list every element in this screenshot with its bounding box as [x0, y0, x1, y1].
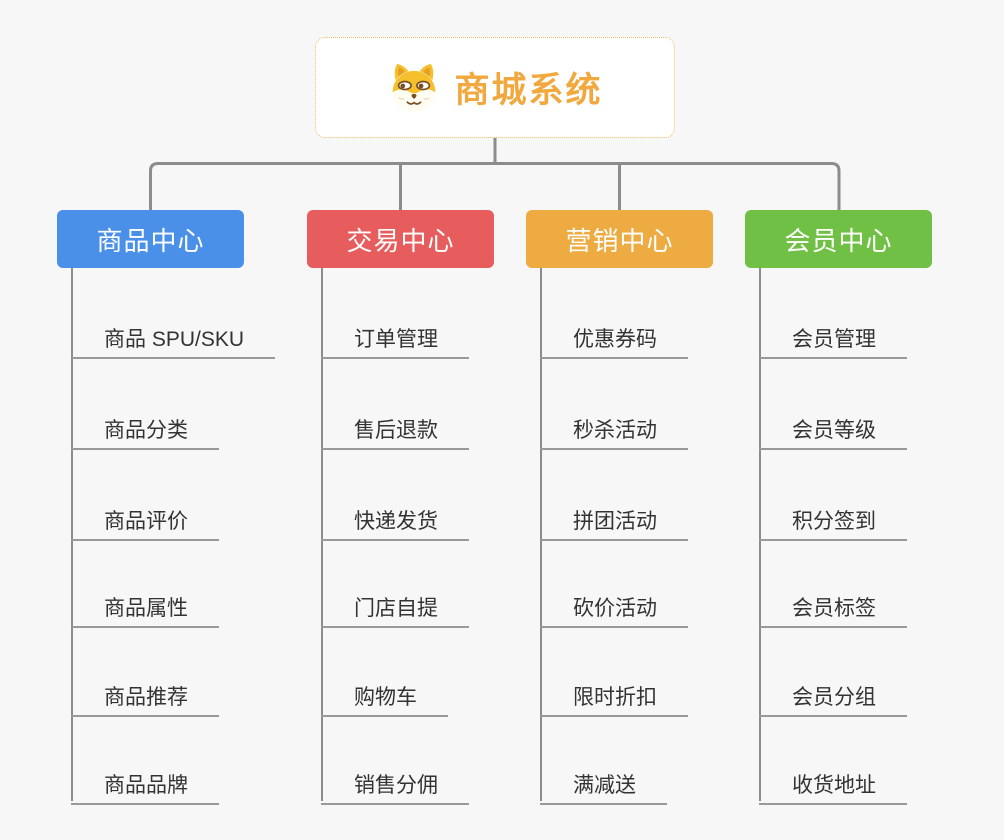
subtopic-label: 会员标签	[792, 597, 876, 620]
subtopic-label: 商品推荐	[104, 686, 188, 709]
subtopic[interactable]: 商品分类	[71, 406, 219, 450]
subtopic-label: 收货地址	[792, 774, 876, 797]
branch-topic-label: 会员中心	[784, 225, 893, 256]
subtopic-label: 砍价活动	[573, 597, 657, 620]
branch-topic-label: 商品中心	[96, 225, 205, 256]
branch-topic-label: 交易中心	[346, 225, 455, 256]
subtopic[interactable]: 优惠券码	[540, 315, 688, 359]
subtopic-label: 商品评价	[104, 510, 188, 533]
branch-topic-label: 营销中心	[565, 225, 674, 256]
subtopic-label: 满减送	[573, 774, 636, 797]
subtopic-label: 会员等级	[792, 419, 876, 442]
subtopic[interactable]: 售后退款	[321, 406, 469, 450]
subtopic-label: 销售分佣	[354, 774, 438, 797]
subtopic[interactable]: 拼团活动	[540, 497, 688, 541]
subtopic[interactable]: 门店自提	[321, 584, 469, 628]
branch-topic-members[interactable]: 会员中心	[745, 210, 932, 268]
subtopic-label: 会员管理	[792, 328, 876, 351]
subtopic[interactable]: 会员管理	[759, 315, 907, 359]
branch-topic-products[interactable]: 商品中心	[57, 210, 244, 268]
subtopic-label: 积分签到	[792, 510, 876, 533]
subtopic-label: 商品属性	[104, 597, 188, 620]
subtopic[interactable]: 商品属性	[71, 584, 219, 628]
subtopic-label: 限时折扣	[573, 686, 657, 709]
subtopic-label: 商品 SPU/SKU	[104, 328, 245, 351]
subtopic[interactable]: 销售分佣	[321, 761, 469, 805]
subtopic-label: 门店自提	[354, 597, 438, 620]
subtopic-label: 商品品牌	[104, 774, 188, 797]
subtopic-label: 售后退款	[354, 419, 438, 442]
root-topic[interactable]: 商城系统	[315, 37, 675, 138]
subtopic[interactable]: 商品推荐	[71, 673, 219, 717]
subtopic-label: 购物车	[354, 686, 417, 709]
subtopic-label: 秒杀活动	[573, 419, 657, 442]
subtopic-label: 优惠券码	[573, 328, 657, 351]
subtopic[interactable]: 会员分组	[759, 673, 907, 717]
subtopic[interactable]: 商品 SPU/SKU	[71, 315, 276, 359]
root-topic-label: 商城系统	[454, 71, 603, 110]
subtopic[interactable]: 满减送	[540, 761, 667, 805]
subtopic-label: 订单管理	[354, 328, 438, 351]
subtopic[interactable]: 购物车	[321, 673, 448, 717]
subtopic[interactable]: 商品品牌	[71, 761, 219, 805]
subtopic[interactable]: 秒杀活动	[540, 406, 688, 450]
subtopic[interactable]: 积分签到	[759, 497, 907, 541]
subtopic[interactable]: 商品评价	[71, 497, 219, 541]
subtopic-label: 拼团活动	[573, 510, 657, 533]
subtopic[interactable]: 砍价活动	[540, 584, 688, 628]
subtopic[interactable]: 订单管理	[321, 315, 469, 359]
subtopic[interactable]: 收货地址	[759, 761, 907, 805]
subtopic[interactable]: 会员等级	[759, 406, 907, 450]
branch-topic-trade[interactable]: 交易中心	[307, 210, 494, 268]
subtopic[interactable]: 快递发货	[321, 497, 469, 541]
doge-icon	[392, 63, 437, 112]
subtopic-label: 商品分类	[104, 419, 188, 442]
branch-topic-marketing[interactable]: 营销中心	[526, 210, 713, 268]
subtopic[interactable]: 限时折扣	[540, 673, 688, 717]
subtopic-label: 快递发货	[354, 510, 438, 533]
subtopic[interactable]: 会员标签	[759, 584, 907, 628]
subtopic-label: 会员分组	[792, 686, 876, 709]
